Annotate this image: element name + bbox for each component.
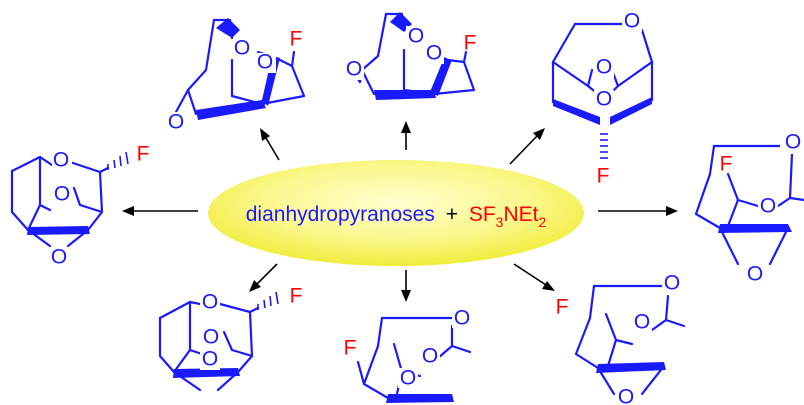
molecule-right: O O O F [694, 131, 804, 286]
reagent-formula-sub2: 2 [538, 214, 546, 230]
atom-o: O [624, 10, 640, 33]
atom-o: O [51, 246, 67, 269]
atom-o: O [400, 367, 416, 390]
atom-o: O [785, 131, 801, 154]
molecule-lower-left: O O O F [158, 285, 303, 392]
reagent-formula-sub3: 3 [496, 214, 504, 230]
atom-f: F [720, 153, 733, 176]
atom-o: O [257, 51, 273, 74]
reaction-label: dianhydropyranoses + SF3NEt2 [246, 203, 547, 230]
atom-f: F [137, 143, 150, 166]
atom-o: O [202, 291, 218, 314]
atom-o: O [664, 272, 680, 295]
arrow-lower-left [249, 263, 278, 292]
arrow-up [401, 121, 411, 150]
substrate-name: dianhydropyranoses [246, 203, 435, 226]
atom-f: F [290, 285, 303, 308]
atom-o: O [618, 386, 634, 405]
atom-o: O [760, 195, 776, 218]
arrow-left [122, 206, 198, 216]
reagent-ellipse [208, 160, 584, 266]
atom-o: O [426, 42, 442, 65]
atom-f: F [464, 32, 477, 55]
molecule-left: O O O F [10, 143, 150, 269]
atom-o: O [54, 183, 70, 206]
atom-o: O [168, 111, 184, 134]
arrow-upper-right [509, 128, 545, 165]
atom-o: O [422, 345, 438, 368]
atom-f: F [556, 296, 569, 319]
atom-o: O [202, 348, 218, 371]
molecule-top-center: O O O F [344, 12, 476, 100]
arrow-right [598, 206, 678, 216]
atom-o: O [408, 25, 424, 48]
atom-o: O [596, 88, 612, 111]
atom-o: O [346, 58, 362, 81]
atom-o: O [596, 56, 612, 79]
atom-o: O [634, 311, 650, 334]
reagent-formula-net: NEt [503, 203, 538, 226]
molecule-bottom-center: O O O F [344, 307, 472, 403]
atom-o: O [454, 307, 470, 330]
arrow-upper-left [260, 128, 280, 161]
molecule-upper-left: O O O F [166, 18, 306, 134]
plus-sign: + [446, 203, 458, 226]
reagent-formula-sf: SF [469, 203, 496, 226]
atom-f: F [597, 165, 610, 188]
atom-f: F [290, 28, 303, 51]
molecule-upper-right: O O O F [551, 10, 654, 188]
atom-o: O [53, 149, 69, 172]
arrow-down [401, 270, 411, 302]
arrow-lower-right [513, 263, 555, 291]
molecule-lower-right: O O O F [556, 272, 686, 405]
atom-o: O [747, 263, 763, 286]
atom-o: O [234, 37, 250, 60]
atom-f: F [344, 337, 357, 360]
atom-o: O [203, 326, 219, 349]
